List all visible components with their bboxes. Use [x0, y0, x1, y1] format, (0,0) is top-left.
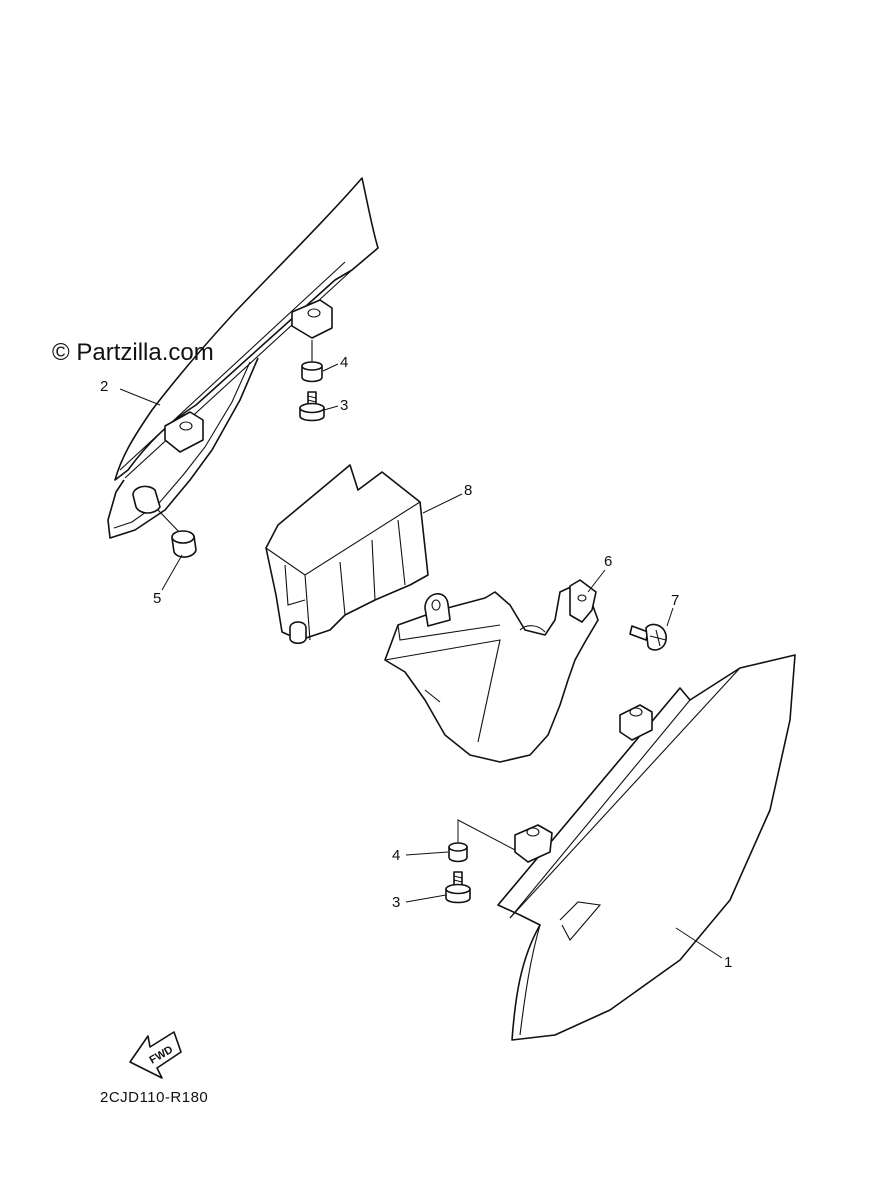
- bolt-part-3-top: [299, 391, 325, 422]
- watermark: © Partzilla.com: [52, 339, 214, 366]
- collar-part-4-top: [301, 340, 323, 383]
- callout-3-bottom: 3: [392, 894, 401, 911]
- callout-4-bottom: 4: [392, 847, 401, 864]
- diagram-code: 2CJD110-R180: [100, 1089, 209, 1106]
- callout-leaders: [119, 363, 723, 959]
- side-cover-left-part-2: [107, 177, 379, 539]
- box-part-8: [265, 464, 429, 645]
- screw-part-7: [629, 623, 667, 651]
- bracket-part-6: [384, 579, 599, 763]
- callout-5: 5: [153, 590, 162, 607]
- callout-4-top: 4: [340, 354, 349, 371]
- callout-6: 6: [604, 553, 613, 570]
- grommet-part-5: [171, 530, 197, 558]
- bolt-part-3-bottom: [445, 871, 471, 904]
- callout-1: 1: [724, 954, 733, 971]
- callout-8: 8: [464, 482, 473, 499]
- side-cover-right-part-1: [497, 654, 796, 1041]
- forward-direction-arrow: FWD: [129, 1031, 182, 1079]
- collar-part-4-bottom: [448, 819, 516, 863]
- callout-3-top: 3: [340, 397, 349, 414]
- callout-2: 2: [100, 378, 109, 395]
- callout-7: 7: [671, 592, 680, 609]
